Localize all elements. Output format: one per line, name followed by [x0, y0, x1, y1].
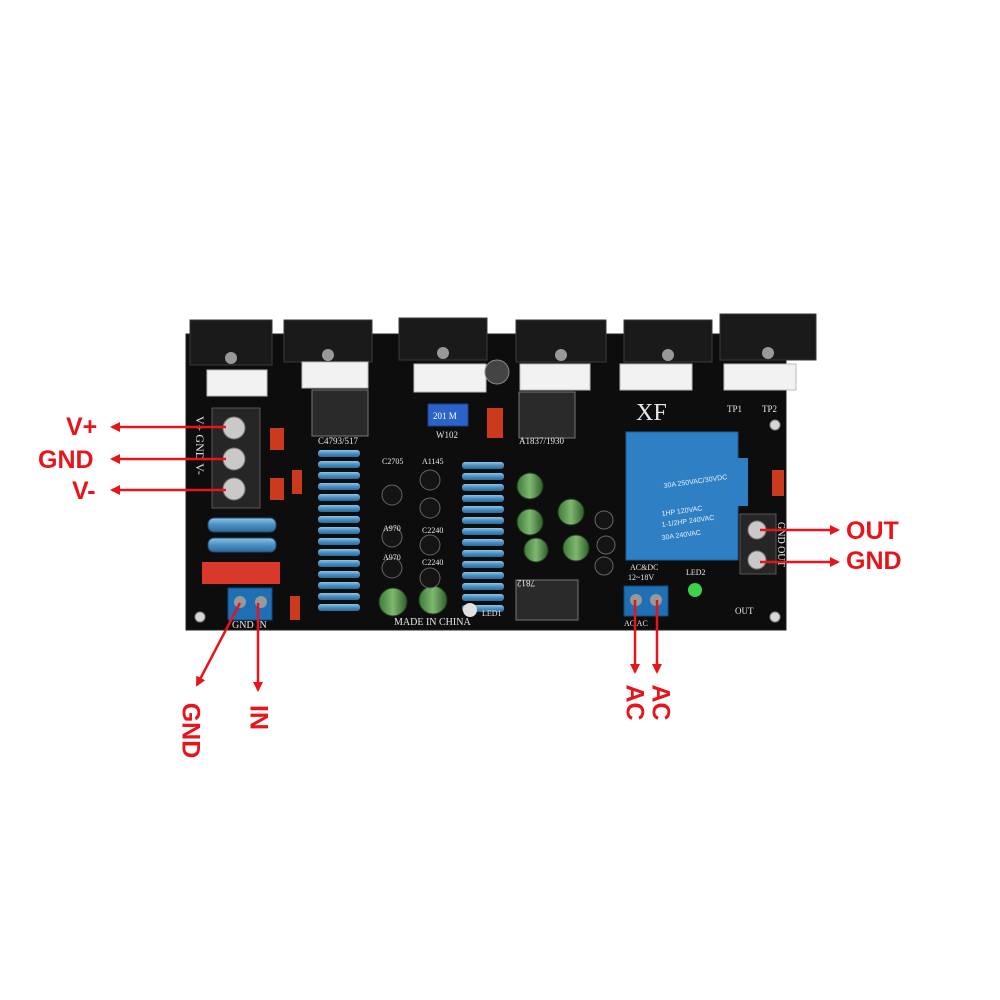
label-gnd-left: GND [38, 446, 94, 474]
resistor [318, 604, 360, 611]
resistor [318, 527, 360, 534]
silk-q4: C2240 [422, 526, 443, 535]
label-out: OUT [846, 517, 899, 545]
resistor [462, 462, 504, 469]
silk-output-terminal: GND OUT [775, 522, 786, 567]
resistor [462, 583, 504, 590]
silk-tp2: TP2 [762, 404, 777, 414]
silk-led1: LED1 [482, 609, 502, 618]
label-ac-2: AC [646, 684, 675, 721]
resistor-column-left [318, 450, 360, 611]
silk-trimmer-value: 201 M [433, 411, 457, 421]
trimmer-potentiometer [427, 403, 469, 427]
silk-tp1: TP1 [727, 404, 742, 414]
silk-input-terminal: GND IN [232, 620, 267, 631]
resistor [462, 528, 504, 535]
label-ac-1: AC [620, 684, 649, 721]
silk-ac-title: AC&DC [630, 563, 658, 572]
resistor [318, 461, 360, 468]
resistor [318, 516, 360, 523]
silk-q6: C2240 [422, 558, 443, 567]
resistor [462, 539, 504, 546]
callout-arrows [110, 422, 840, 692]
silk-brand: XF [636, 400, 667, 426]
label-vplus: V+ [66, 413, 98, 441]
silk-regulator: 7812 [517, 578, 535, 588]
silk-q1: C2705 [382, 457, 403, 466]
silk-led2: LED2 [686, 568, 706, 577]
led1 [463, 603, 477, 617]
silk-q3: A970 [383, 524, 401, 533]
resistor [462, 473, 504, 480]
output-terminal-block [739, 513, 777, 575]
resistor [318, 494, 360, 501]
resistor-column-right [462, 462, 504, 612]
black-capacitor [484, 359, 510, 385]
label-gnd-bottom: GND [176, 702, 205, 759]
power-resistors [207, 517, 277, 553]
silk-ac-range: 12~18V [628, 573, 654, 582]
silk-made-in: MADE IN CHINA [394, 617, 471, 628]
led2 [688, 583, 702, 597]
silk-transistor-right: A1837/1930 [519, 436, 565, 446]
resistor [462, 484, 504, 491]
small-transistors [381, 469, 616, 589]
silk-transistor-left: C4793/517 [318, 436, 359, 446]
resistor [318, 582, 360, 589]
ceramic-resistors [206, 361, 797, 397]
power-transistors [189, 313, 817, 366]
label-vminus: V- [72, 477, 96, 505]
ac-terminal-block [623, 585, 669, 617]
heatsinks [311, 389, 579, 621]
silk-trimmer: W102 [436, 430, 458, 440]
red-capacitors [202, 408, 784, 620]
resistor [318, 593, 360, 600]
resistor [318, 505, 360, 512]
resistor [462, 517, 504, 524]
resistor [318, 483, 360, 490]
silk-q5: A970 [383, 553, 401, 562]
resistor [462, 550, 504, 557]
silk-q2: A1145 [422, 457, 443, 466]
resistor [462, 495, 504, 502]
resistor [462, 506, 504, 513]
resistor [318, 549, 360, 556]
resistor [318, 571, 360, 578]
label-in: IN [244, 705, 273, 730]
label-gnd-right: GND [846, 547, 902, 575]
resistor [462, 572, 504, 579]
relay [625, 431, 748, 561]
silk-out-speaker: OUT [735, 606, 754, 616]
resistor [318, 450, 360, 457]
silk-power-terminal: V+ GND V- [193, 416, 207, 475]
resistor [318, 560, 360, 567]
resistor [462, 594, 504, 601]
resistor [318, 538, 360, 545]
resistor [462, 561, 504, 568]
resistor [318, 472, 360, 479]
electrolytic-capacitors [378, 472, 590, 617]
